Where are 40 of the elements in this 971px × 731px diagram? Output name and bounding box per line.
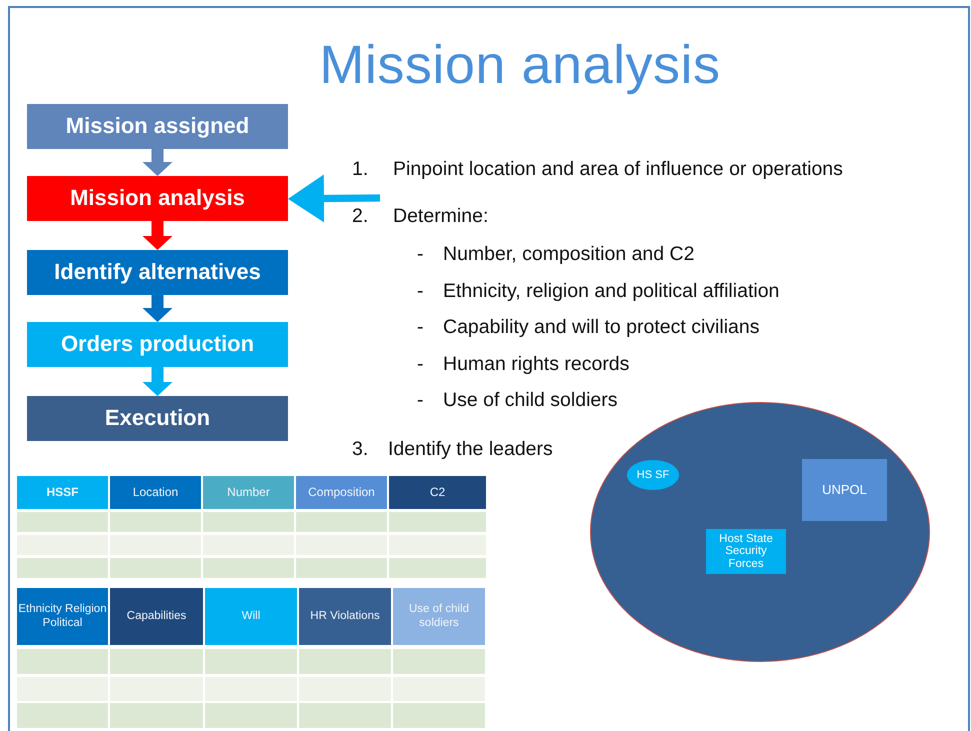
process-step-box: Orders production (27, 322, 288, 367)
list-subitem: Number, composition and C2 (443, 243, 694, 266)
process-step-box: Execution (27, 396, 288, 441)
list-item: Pinpoint location and area of influence or operations (393, 158, 843, 181)
table-header-cell: Will (205, 588, 297, 645)
arrow (288, 174, 380, 222)
arrow (142, 295, 172, 322)
table-header-cell: Capabilities (110, 588, 203, 645)
force-ellipse: HS SF (627, 460, 679, 490)
list-subitem: Use of child soldiers (443, 389, 618, 412)
table-header-cell: C2 (389, 476, 486, 509)
list-subitem: Human rights records (443, 353, 630, 376)
arrow (142, 367, 172, 396)
table-header-cell: Use of child soldiers (393, 588, 485, 645)
table-header-cell: Number (203, 476, 294, 509)
process-step-box: Mission assigned (27, 104, 288, 149)
list-number: 2. (352, 205, 368, 228)
bullet-dash: - (417, 353, 424, 376)
process-step-box: Identify alternatives (27, 250, 288, 295)
bullet-dash: - (417, 316, 424, 339)
bullet-dash: - (417, 280, 424, 303)
table-header-cell: Composition (296, 476, 387, 509)
arrow (142, 149, 172, 176)
bullet-dash: - (417, 389, 424, 412)
arrow (142, 221, 172, 250)
force-box: UNPOL (802, 459, 887, 521)
list-item: Determine: (393, 205, 488, 228)
bullet-dash: - (417, 243, 424, 266)
title: Mission analysis (318, 34, 722, 96)
table-header-cell: HR Violations (299, 588, 391, 645)
list-item: Identify the leaders (388, 438, 553, 461)
list-number: 3. (352, 438, 368, 461)
list-subitem: Capability and will to protect civilians (443, 316, 760, 339)
table-header-cell: Ethnicity Religion Political (17, 588, 108, 645)
table-header-cell: Location (110, 476, 201, 509)
table-header-cell: HSSF (17, 476, 108, 509)
force-box: Host State Security Forces (706, 529, 786, 574)
list-number: 1. (352, 158, 368, 181)
process-step-box: Mission analysis (27, 176, 288, 221)
list-subitem: Ethnicity, religion and political affiliation (443, 280, 780, 303)
